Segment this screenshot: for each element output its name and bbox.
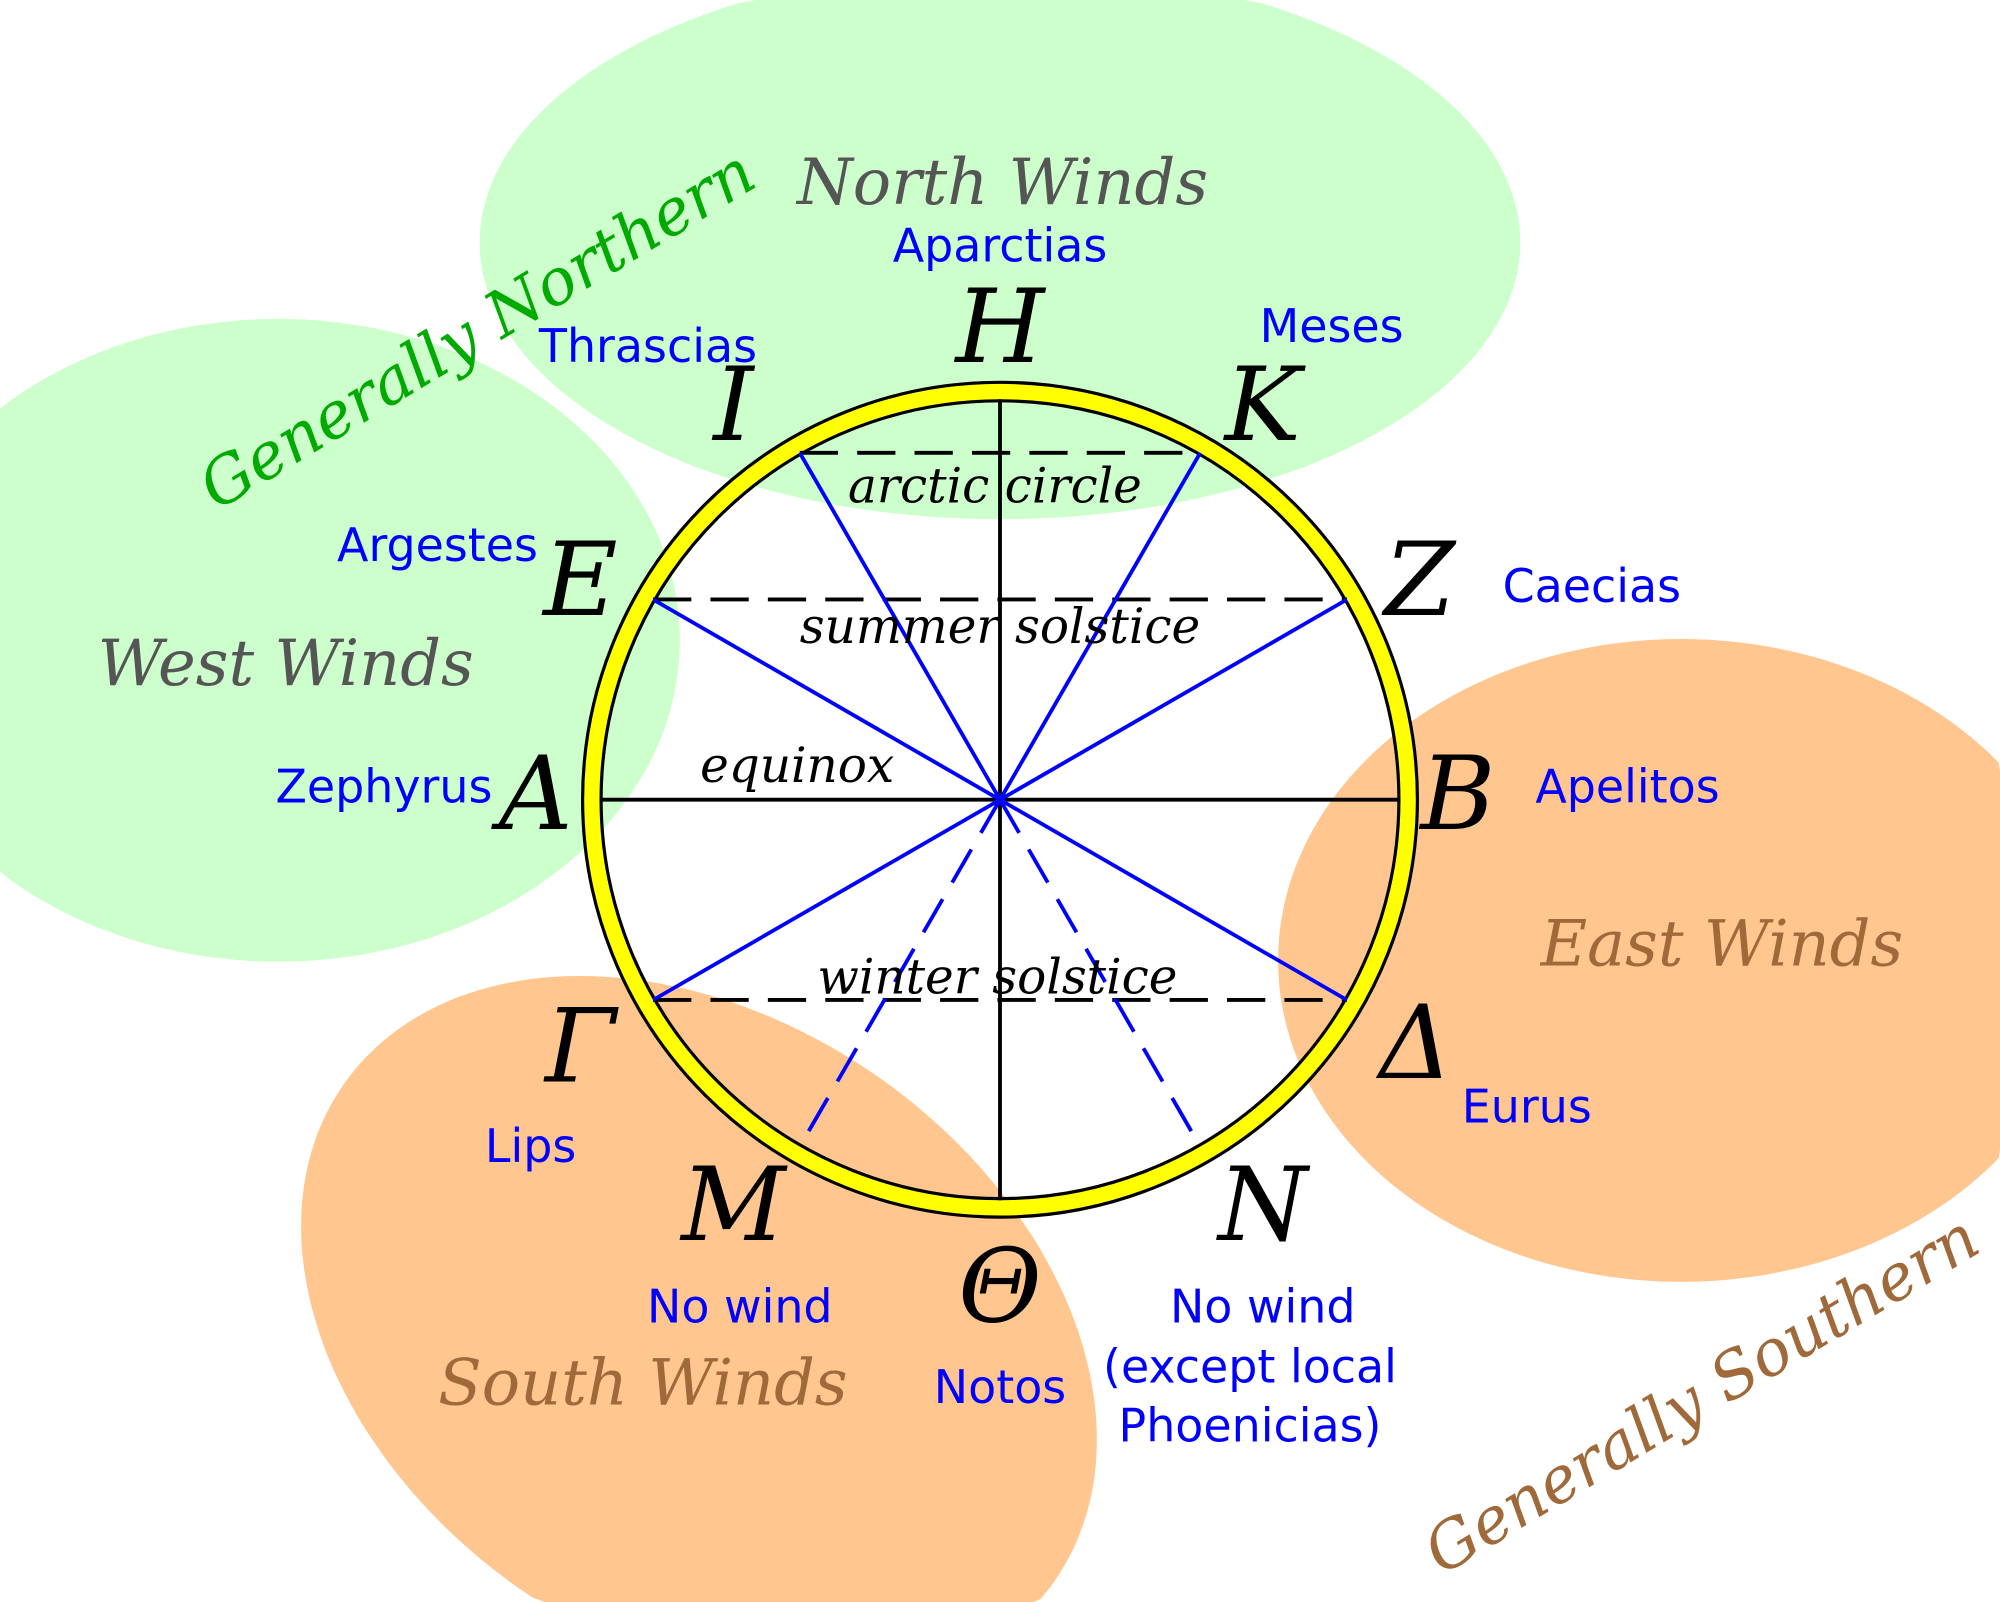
point-A: A — [491, 735, 573, 854]
ray-Gamma — [652, 798, 1001, 1002]
outer-ring-fill — [584, 383, 1416, 1216]
ray-K — [998, 451, 1202, 801]
wind-meses: Meses — [1260, 299, 1404, 353]
ray-Delta — [999, 798, 1348, 1002]
wind-apelitos: Apelitos — [1535, 759, 1719, 813]
point-E: E — [541, 521, 617, 640]
ray-M — [798, 798, 1002, 1148]
ray-Z — [999, 597, 1348, 802]
wind-no-wind-m: No wind — [647, 1280, 833, 1334]
east-winds-title: East Winds — [1540, 908, 1904, 982]
wind-eurus: Eurus — [1462, 1079, 1592, 1133]
wind-no-wind-n-1: No wind — [1170, 1280, 1356, 1334]
point-K: K — [1223, 346, 1307, 465]
north-winds-region — [479, 0, 1521, 520]
winter-solstice-label: winter solstice — [817, 950, 1177, 1006]
west-winds-title: West Winds — [98, 627, 474, 701]
south-winds-title: South Winds — [438, 1346, 848, 1420]
point-H: H — [954, 268, 1047, 387]
wind-no-wind-n-2: (except local — [1103, 1340, 1397, 1394]
south-winds-region — [301, 975, 1097, 1602]
wind-thrascias: Thrascias — [538, 319, 757, 373]
wind-aparctias: Aparctias — [893, 218, 1108, 272]
point-N: N — [1215, 1146, 1311, 1265]
summer-solstice-label: summer solstice — [800, 599, 1200, 655]
wind-notos: Notos — [934, 1360, 1066, 1414]
north-winds-title: North Winds — [795, 146, 1208, 220]
ray-N — [998, 798, 1202, 1148]
wind-zephyrus: Zephyrus — [275, 759, 492, 813]
wind-argestes: Argestes — [337, 518, 538, 572]
east-winds-region — [1278, 639, 2000, 1282]
wind-lips: Lips — [485, 1119, 576, 1173]
equinox-label: equinox — [700, 738, 894, 794]
wind-no-wind-n-3: Phoenicias) — [1119, 1398, 1382, 1452]
point-B: B — [1418, 735, 1495, 854]
wind-caecias: Caecias — [1503, 559, 1681, 613]
point-Z: Z — [1381, 521, 1457, 640]
point-Delta: Δ — [1375, 984, 1453, 1103]
point-M: M — [679, 1146, 788, 1265]
west-winds-region — [0, 318, 680, 962]
arctic-circle-label: arctic circle — [848, 459, 1142, 515]
point-Theta: Θ — [958, 1227, 1042, 1346]
ray-I — [798, 451, 1002, 801]
point-I: I — [711, 346, 755, 465]
point-Gamma: Γ — [543, 988, 619, 1107]
ray-E — [652, 597, 1001, 802]
